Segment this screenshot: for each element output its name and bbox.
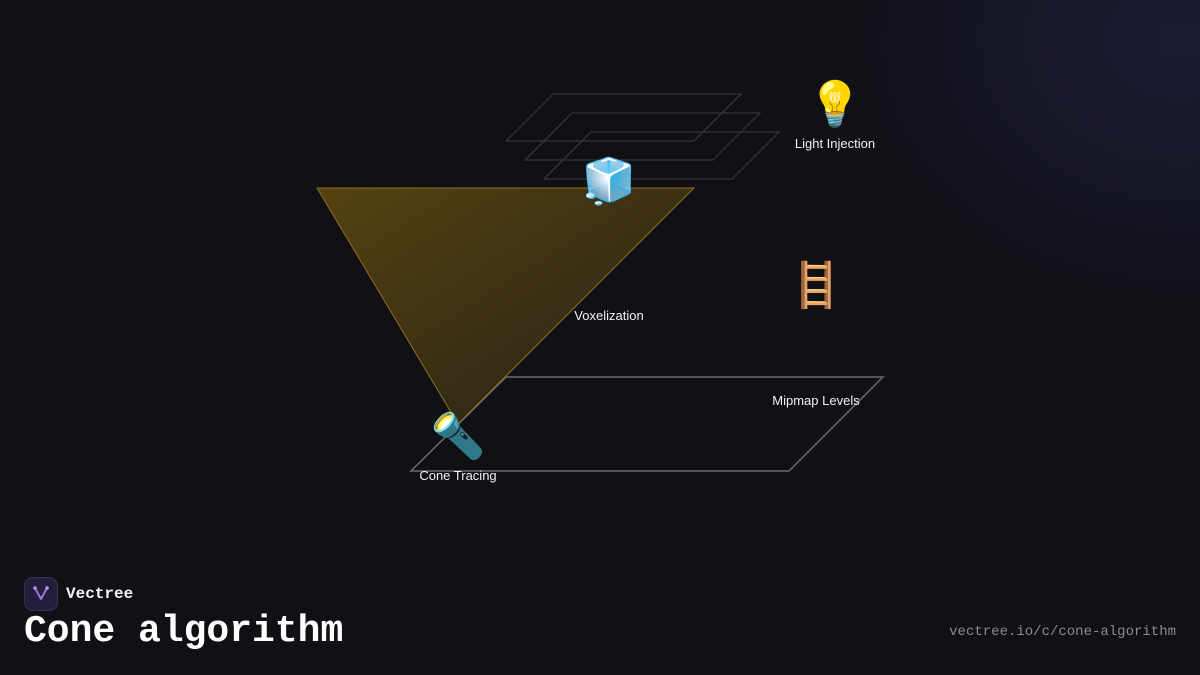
node-label-voxelization: Voxelization bbox=[574, 308, 644, 323]
page-title: Cone algorithm bbox=[24, 610, 344, 653]
node-label-mipmap-levels: Mipmap Levels bbox=[772, 393, 860, 408]
node-voxelization-icon: 🧊 bbox=[582, 157, 637, 207]
voxel-layer-2 bbox=[523, 112, 762, 161]
flashlight-icon: 🔦 bbox=[430, 412, 486, 461]
node-label-cone-tracing: Cone Tracing bbox=[419, 468, 497, 483]
scene-ground-plane bbox=[409, 376, 885, 472]
page-url: vectree.io/c/cone-algorithm bbox=[949, 624, 1176, 640]
light-bulb-icon: 💡 bbox=[807, 80, 863, 129]
ice-cube-icon: 🧊 bbox=[581, 157, 637, 206]
node-light-injection: 💡 Light Injection bbox=[795, 80, 875, 151]
brand-name: Vectree bbox=[66, 585, 134, 603]
node-mipmap-icon: 🪜 bbox=[789, 261, 844, 311]
node-label-light-injection: Light Injection bbox=[794, 136, 876, 151]
voxel-layer-1 bbox=[504, 93, 743, 142]
ladder-icon: 🪜 bbox=[788, 261, 844, 310]
voxel-layer-3 bbox=[542, 131, 781, 180]
brand: Vectree bbox=[24, 577, 133, 611]
node-cone-tracing: 🔦 Cone Tracing bbox=[419, 412, 496, 483]
vectree-logo-icon bbox=[24, 577, 58, 611]
tracing-cone bbox=[316, 187, 696, 425]
